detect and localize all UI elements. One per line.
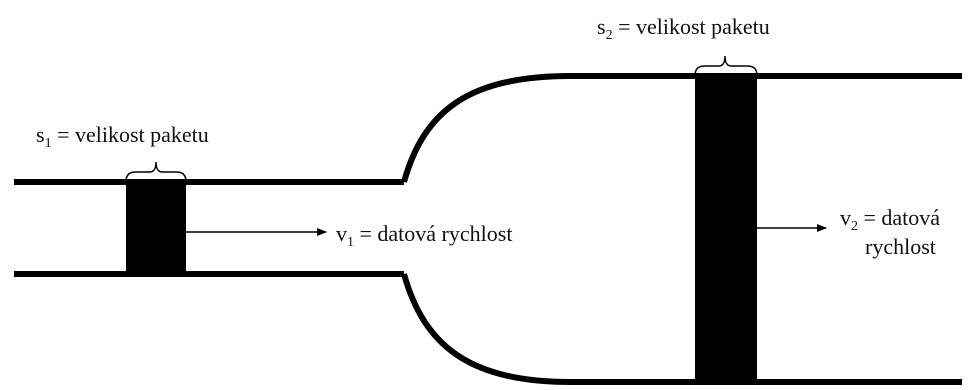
label-v2-text: = datová [858, 205, 940, 230]
pipe-upper-flare [401, 73, 571, 183]
brace-s2 [694, 55, 758, 77]
label-s1-sub: 1 [45, 136, 52, 151]
label-v1: v1 = datová rychlost [336, 221, 512, 250]
label-s2-var: s [597, 14, 606, 39]
pipe-lower-flare [401, 273, 571, 385]
packet-2 [695, 76, 757, 382]
packet-1 [126, 182, 186, 274]
label-v2-sub: 2 [851, 219, 858, 234]
label-v1-sub: 1 [347, 235, 354, 250]
label-v2-line2: rychlost [865, 234, 936, 259]
label-s1-text: = velikost paketu [52, 122, 209, 147]
label-s2-text: = velikost paketu [613, 14, 770, 39]
brace-s1 [125, 161, 187, 183]
label-v2: v2 = datová [840, 205, 940, 234]
label-s1: s1 = velikost paketu [36, 122, 209, 151]
label-s1-var: s [36, 122, 45, 147]
label-v2-var: v [840, 205, 851, 230]
label-v1-text: = datová rychlost [354, 221, 512, 246]
label-s2-sub: 2 [606, 28, 613, 43]
label-v1-var: v [336, 221, 347, 246]
label-s2: s2 = velikost paketu [597, 14, 770, 43]
